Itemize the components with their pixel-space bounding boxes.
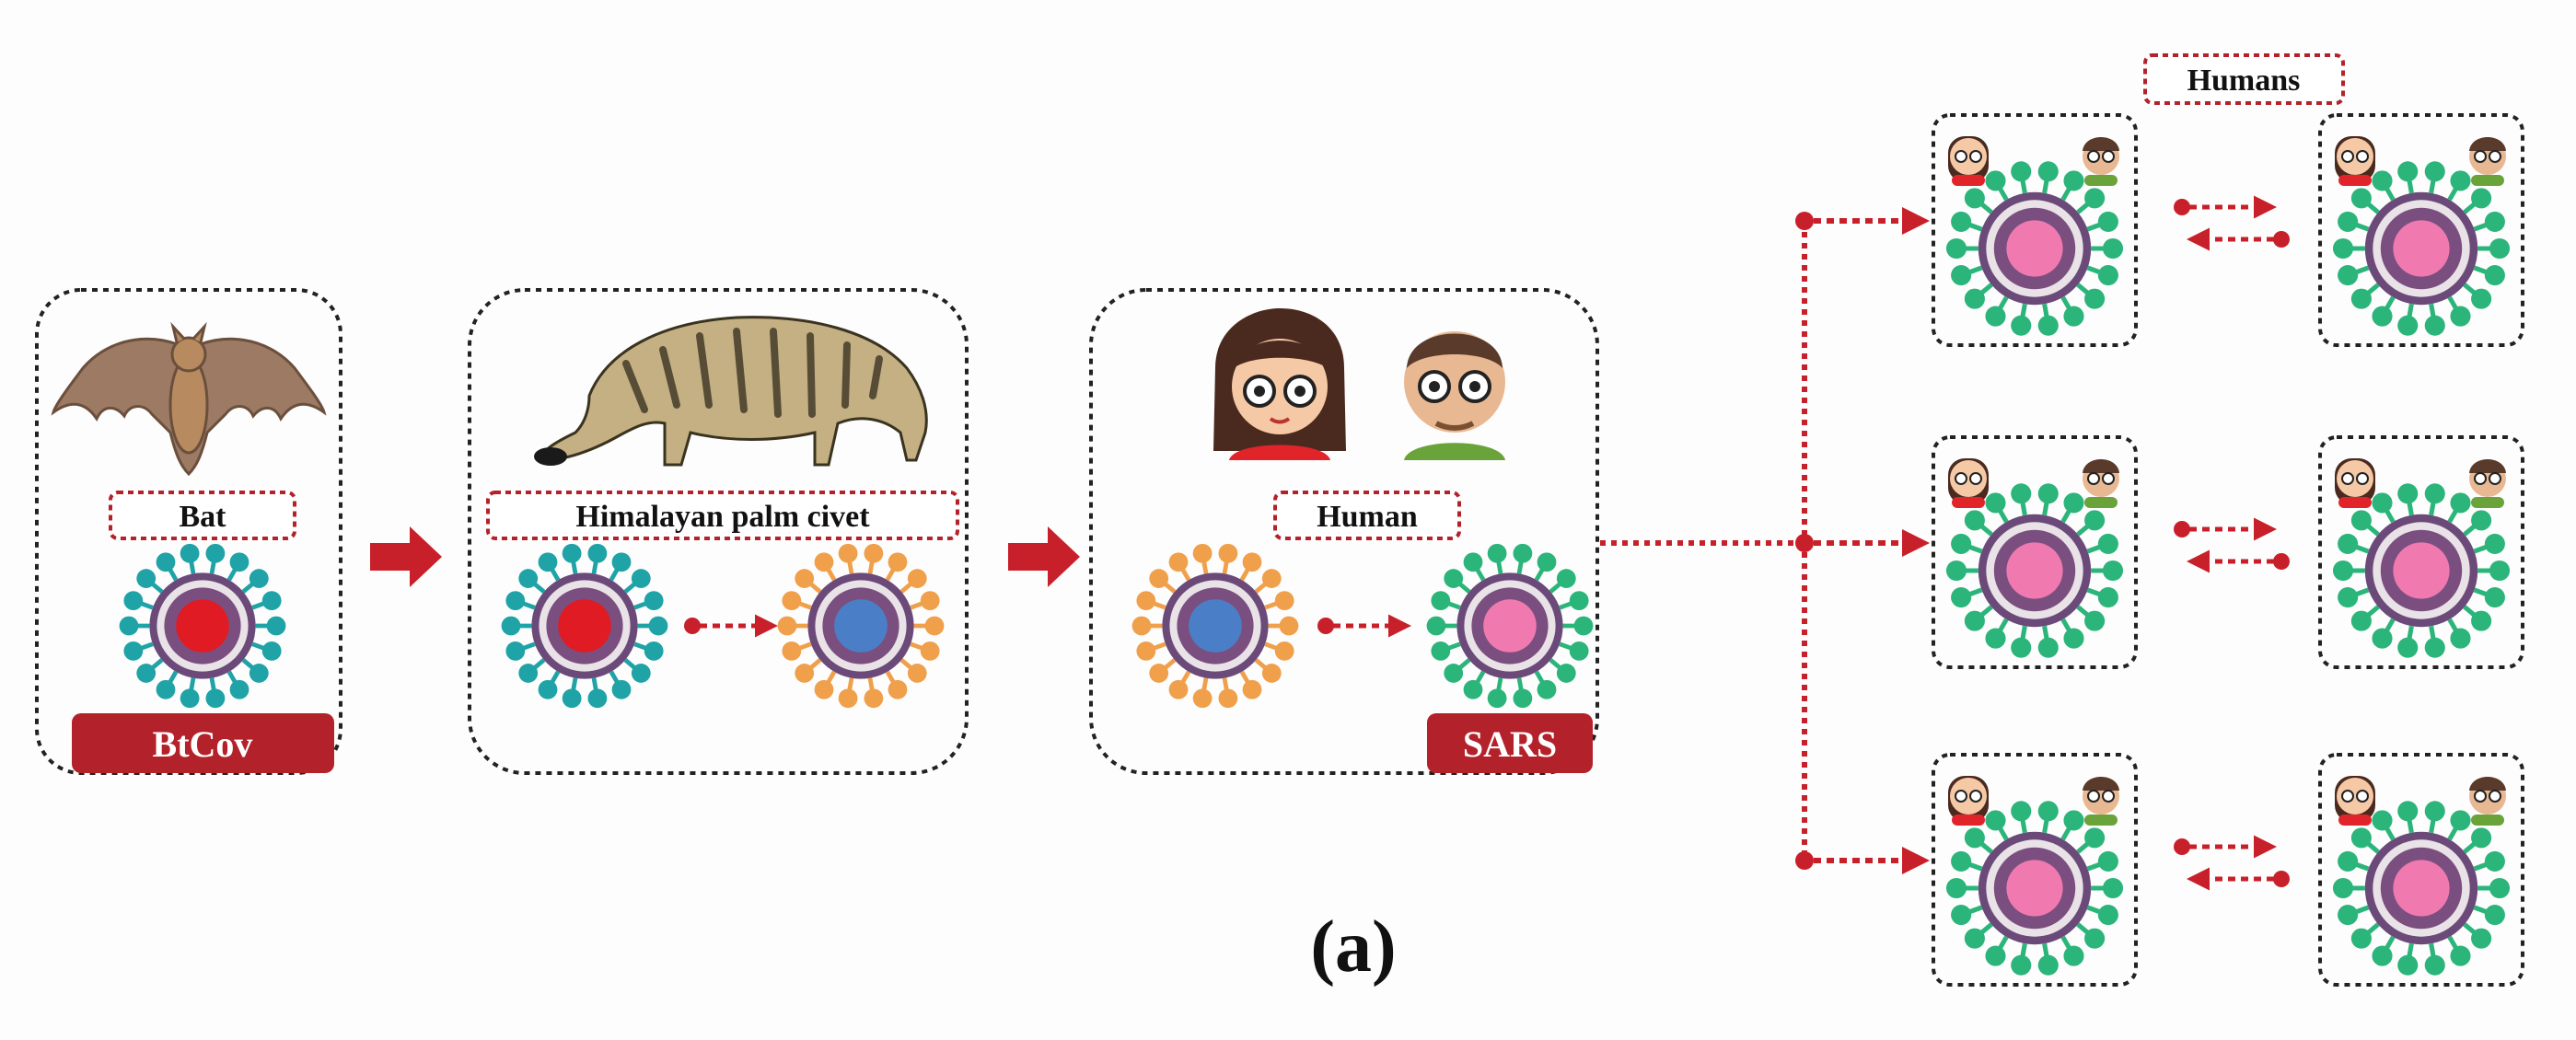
civet-box	[468, 288, 969, 775]
man-avatar-icon	[2469, 777, 2506, 826]
branch-arrows	[1814, 207, 1930, 874]
small-virus-icon	[1945, 801, 2124, 976]
human-pair-box	[1932, 435, 2138, 669]
humans-label: Humans	[2187, 64, 2301, 98]
woman-avatar-icon	[1948, 776, 1989, 826]
human-pair-box	[2318, 113, 2524, 347]
bidirectional-arrow	[2174, 835, 2290, 891]
arrow-civet-internal	[684, 614, 778, 638]
branch-dots	[1795, 212, 1814, 870]
man-avatar-icon	[2083, 459, 2119, 508]
bat-box	[35, 288, 342, 775]
woman-avatar-icon	[2335, 136, 2375, 186]
sars-label: SARS	[1463, 723, 1557, 765]
arrow-civet-to-human	[1008, 526, 1080, 587]
humans-label-box	[2143, 53, 2345, 105]
man-avatar-icon	[1404, 331, 1505, 460]
man-avatar-icon	[2469, 137, 2506, 186]
human-pair-box	[2318, 753, 2524, 987]
woman-avatar-icon	[2335, 458, 2375, 508]
civet-label-box	[486, 491, 959, 540]
btcov-badge	[72, 713, 334, 773]
civet-virus-before-icon	[501, 543, 668, 709]
arrow-human-internal	[1317, 614, 1411, 638]
sars-badge	[1427, 713, 1593, 773]
bidirectional-arrow	[2174, 195, 2290, 251]
civet-label: Himalayan palm civet	[575, 500, 870, 534]
small-virus-icon	[2332, 161, 2511, 336]
arrow-bat-to-civet	[370, 526, 442, 587]
man-avatar-icon	[2083, 777, 2119, 826]
human-virus-before-icon	[1131, 543, 1299, 709]
civet-icon	[534, 316, 928, 467]
civet-virus-after-icon	[777, 543, 945, 709]
man-avatar-icon	[2083, 137, 2119, 186]
human-pair-box	[1932, 753, 2138, 987]
panel-label: (a)	[1310, 907, 1396, 988]
bat-icon	[51, 321, 327, 477]
woman-avatar-icon	[2335, 776, 2375, 826]
small-virus-icon	[2332, 801, 2511, 976]
bat-virus-icon	[119, 543, 286, 709]
human-box	[1089, 288, 1599, 775]
human-pair-box	[1932, 113, 2138, 347]
bat-label: Bat	[180, 500, 227, 534]
man-avatar-icon	[2469, 459, 2506, 508]
small-virus-icon	[2332, 483, 2511, 658]
bidirectional-arrow	[2174, 517, 2290, 573]
woman-avatar-icon	[1948, 458, 1989, 508]
small-virus-icon	[1945, 483, 2124, 658]
virus-layer	[119, 543, 1594, 709]
woman-avatar-icon	[1213, 308, 1346, 460]
woman-avatar-icon	[1948, 136, 1989, 186]
human-pair-box	[2318, 435, 2524, 669]
human-label: Human	[1317, 500, 1418, 534]
branch-connectors	[1600, 221, 1807, 861]
human-virus-after-icon	[1426, 543, 1594, 709]
bat-label-box	[109, 491, 296, 540]
human-label-box	[1273, 491, 1461, 540]
humans-grid	[1932, 113, 2524, 987]
small-virus-icon	[1945, 161, 2124, 336]
btcov-label: BtCov	[153, 723, 253, 765]
